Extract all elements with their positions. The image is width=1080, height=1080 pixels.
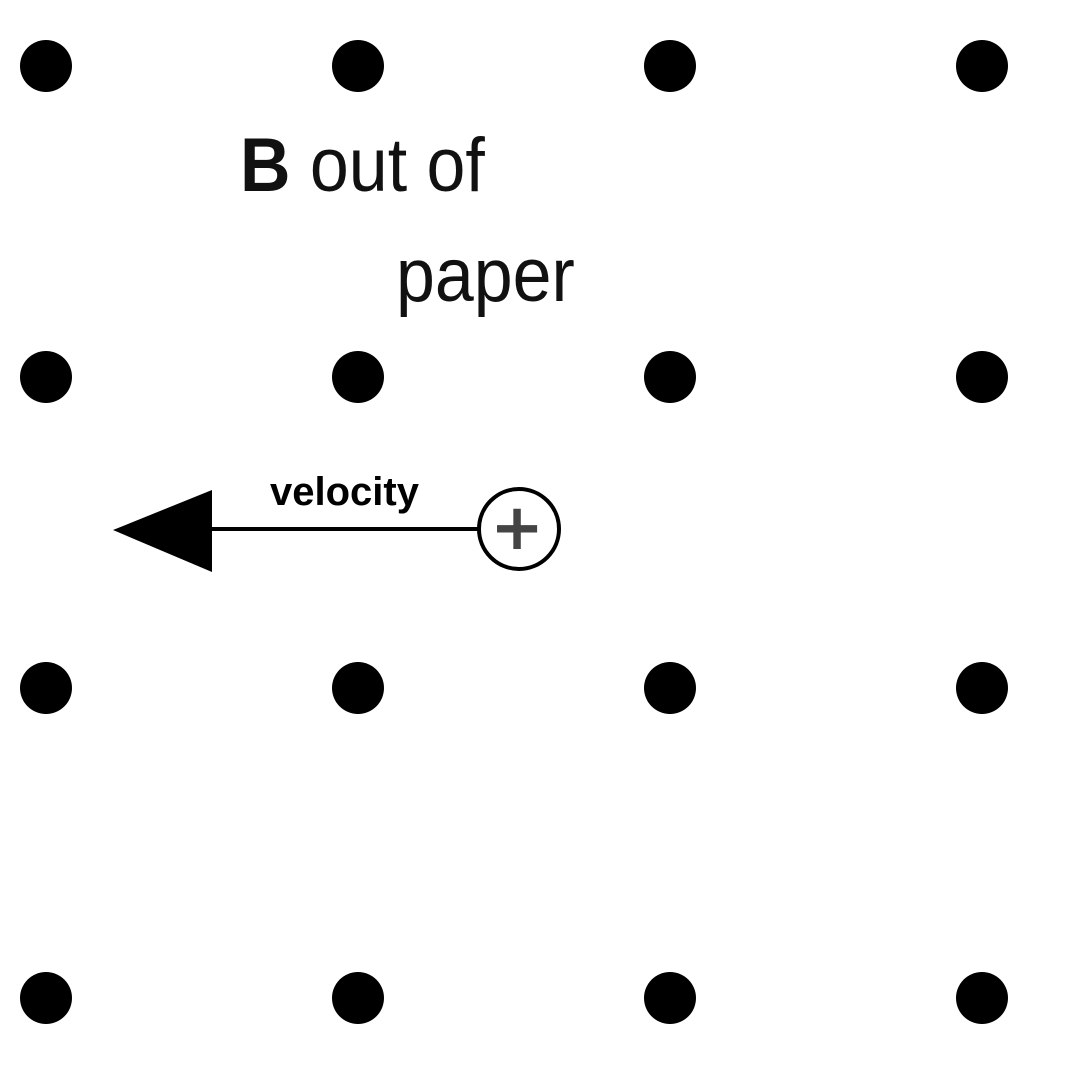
field-dot-icon <box>644 40 696 92</box>
charge-sign: + <box>490 491 544 565</box>
field-dot-icon <box>956 972 1008 1024</box>
field-label: B out of <box>240 128 485 204</box>
field-dot-icon <box>956 662 1008 714</box>
charge-circle <box>477 487 561 571</box>
field-label-line2: paper <box>396 233 575 318</box>
field-label-line1: out of <box>290 123 485 208</box>
field-dot-icon <box>332 351 384 403</box>
field-dot-icon <box>956 351 1008 403</box>
field-dot-icon <box>332 40 384 92</box>
field-dot-icon <box>20 40 72 92</box>
field-dot-icon <box>20 972 72 1024</box>
field-symbol: B <box>240 123 291 208</box>
velocity-arrowhead-icon <box>113 490 212 572</box>
field-dot-icon <box>332 972 384 1024</box>
field-dot-icon <box>332 662 384 714</box>
velocity-label: velocity <box>270 470 419 514</box>
field-dot-icon <box>644 662 696 714</box>
field-dot-icon <box>644 351 696 403</box>
field-dot-icon <box>20 662 72 714</box>
positive-charge-icon: + <box>477 487 561 571</box>
field-dot-icon <box>644 972 696 1024</box>
field-dot-icon <box>20 351 72 403</box>
field-dot-icon <box>956 40 1008 92</box>
